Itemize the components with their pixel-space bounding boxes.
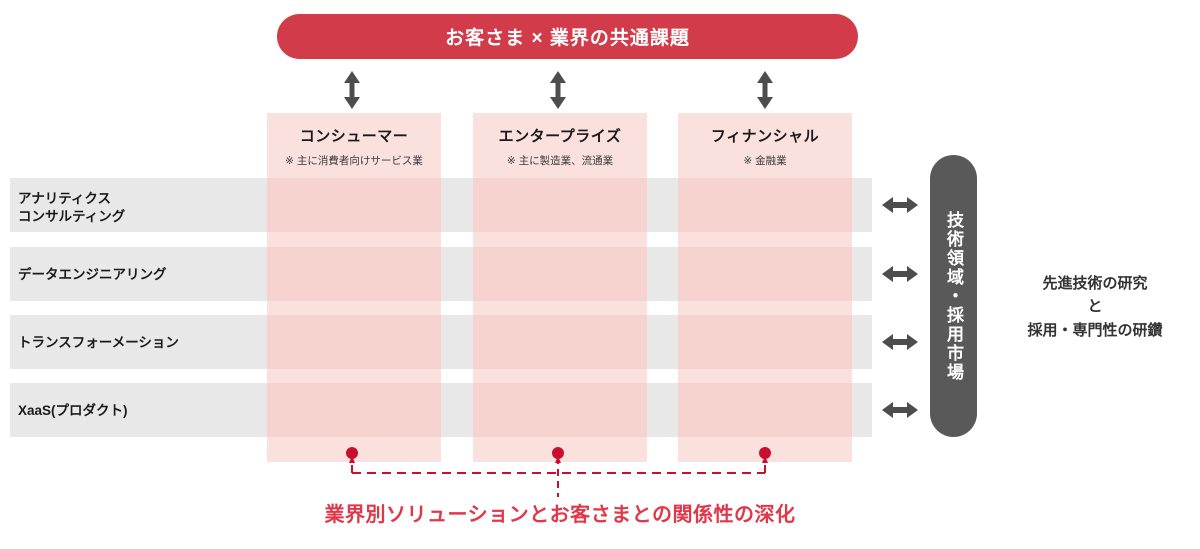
matrix-cell [473, 247, 647, 301]
column-title: フィナンシャル [710, 128, 820, 145]
row-label-data-engineering: データエンジニアリング [18, 267, 167, 282]
matrix-cell [267, 383, 441, 437]
row-label-transformation: トランスフォーメーション [18, 335, 179, 350]
horizontal-double-arrow-icon-data-engineering [882, 264, 918, 284]
matrix-cell [678, 383, 852, 437]
vertical-double-arrow-icon-financial [756, 71, 774, 109]
vertical-double-arrow-icon-enterprise [549, 71, 567, 109]
matrix-cell [267, 247, 441, 301]
column-header-enterprise: エンタープライズ ※ 主に製造業、流通業 [473, 113, 647, 168]
column-title: エンタープライズ [498, 128, 622, 145]
matrix-cell [473, 178, 647, 232]
column-note: ※ 主に製造業、流通業 [506, 155, 614, 167]
matrix-cell [267, 178, 441, 232]
column-header-financial: フィナンシャル ※ 金融業 [678, 113, 852, 168]
row-label-xaas: XaaS(プロダクト) [18, 403, 128, 418]
column-note: ※ 金融業 [743, 155, 787, 167]
research-note: 先進技術の研究 と 採用・専門性の研鑽 [1027, 275, 1163, 339]
vertical-double-arrow-icon-consumer [343, 71, 361, 109]
column-title: コンシューマー [299, 128, 409, 145]
matrix-cell [678, 315, 852, 369]
horizontal-double-arrow-icon-analytics [882, 195, 918, 215]
row-label-analytics: アナリティクス コンサルティング [18, 191, 126, 225]
horizontal-double-arrow-icon-xaas [882, 400, 918, 420]
matrix-cell [678, 178, 852, 232]
solution-connector [330, 445, 790, 505]
common-challenge-banner: お客さま × 業界の共通課題 [277, 14, 858, 59]
horizontal-double-arrow-icon-transformation [882, 332, 918, 352]
bottom-caption: 業界別ソリューションとお客さまとの関係性の深化 [324, 504, 796, 526]
tech-domain-pill: 技術領域・採用市場 [930, 155, 977, 437]
banner-label: お客さま × 業界の共通課題 [445, 28, 690, 49]
matrix-cell [473, 383, 647, 437]
column-header-consumer: コンシューマー ※ 主に消費者向けサービス業 [267, 113, 441, 168]
matrix-cell [267, 315, 441, 369]
column-note: ※ 主に消費者向けサービス業 [285, 155, 423, 167]
matrix-cell [473, 315, 647, 369]
tech-domain-label: 技術領域・採用市場 [944, 210, 963, 382]
matrix-cell [678, 247, 852, 301]
